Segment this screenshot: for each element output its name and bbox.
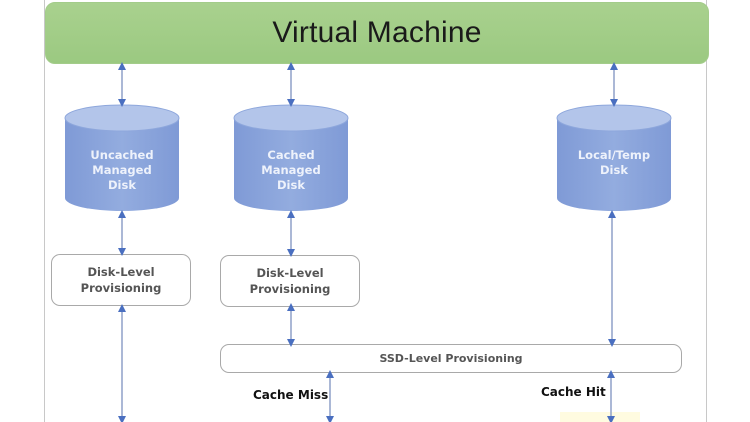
cache-miss-label: Cache Miss — [253, 388, 329, 402]
disk-label-line: Disk — [600, 163, 628, 177]
disk-label-line: Local/Temp — [577, 148, 651, 162]
disk-label-line: Managed — [261, 163, 321, 177]
right-frame-border — [706, 0, 707, 422]
ssd-label: SSD-Level Provisioning — [379, 351, 523, 365]
virtual-machine-title: Virtual Machine — [272, 16, 482, 49]
box-label-line: Provisioning — [249, 282, 331, 296]
disk-label-line: Managed — [92, 163, 152, 177]
disk-level-provisioning-uncached: Disk-Level Provisioning — [51, 254, 191, 306]
ssd-level-provisioning: SSD-Level Provisioning — [220, 344, 682, 373]
cylinder-icon — [556, 104, 672, 211]
left-frame-border — [44, 0, 45, 422]
cylinder-icon — [64, 104, 180, 211]
disk-label-line: Disk — [277, 178, 305, 192]
virtual-machine-block: Virtual Machine — [45, 2, 709, 64]
cache-hit-label: Cache Hit — [541, 385, 606, 399]
uncached-managed-disk: Uncached Managed Disk — [64, 104, 180, 212]
disk-label-line: Cached — [267, 148, 315, 162]
partial-element-bottom — [560, 412, 640, 422]
box-label-line: Provisioning — [80, 281, 162, 295]
box-label-line: Disk-Level — [256, 266, 324, 280]
cached-managed-disk: Cached Managed Disk — [233, 104, 349, 212]
disk-label-line: Uncached — [90, 148, 154, 162]
local-temp-disk: Local/Temp Disk — [556, 104, 672, 212]
box-label-line: Disk-Level — [87, 265, 155, 279]
disk-label-line: Disk — [108, 178, 136, 192]
